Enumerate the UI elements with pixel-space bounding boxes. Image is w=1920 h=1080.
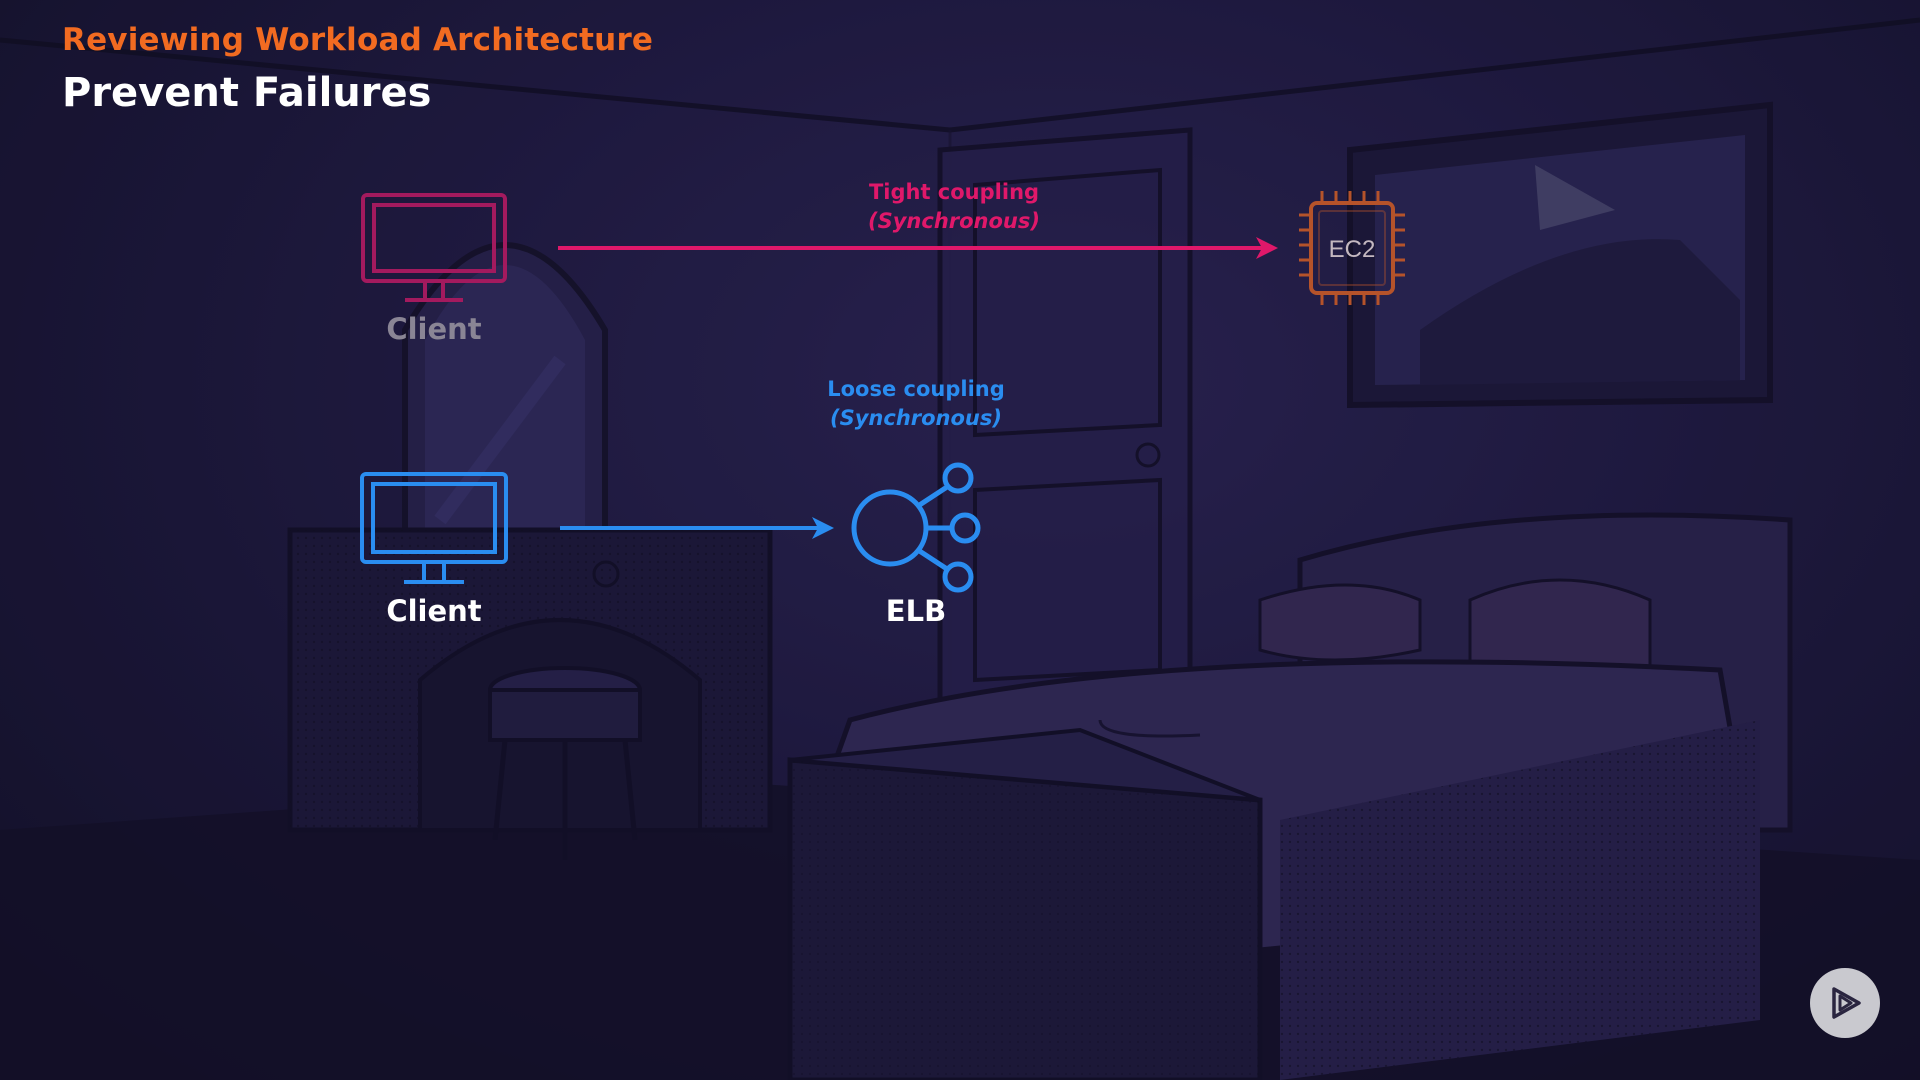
tight-coupling-subtitle: (Synchronous) (868, 209, 1040, 233)
tight-coupling-arrow (558, 237, 1278, 259)
client-bottom-monitor-icon (360, 472, 508, 584)
loose-coupling-subtitle: (Synchronous) (830, 406, 1002, 430)
play-button[interactable] (1810, 968, 1880, 1038)
tight-coupling-title: Tight coupling (868, 180, 1040, 204)
ec2-label: EC2 (1329, 236, 1376, 263)
elb-label: ELB (885, 594, 947, 628)
client-top-label: Client (386, 312, 482, 346)
client-top-monitor-icon (361, 193, 507, 302)
ec2-chip-icon (1299, 191, 1405, 305)
page-title: Prevent Failures (62, 70, 432, 116)
loose-coupling-label: Loose coupling (Synchronous) (826, 375, 1006, 433)
play-icon (1832, 987, 1861, 1019)
loose-coupling-arrow (560, 517, 834, 539)
loose-coupling-title: Loose coupling (827, 377, 1005, 401)
section-title: Reviewing Workload Architecture (62, 22, 654, 58)
client-bottom-label: Client (386, 594, 482, 628)
tight-coupling-label: Tight coupling (Synchronous) (864, 178, 1044, 236)
elb-load-balancer-icon (851, 462, 981, 593)
